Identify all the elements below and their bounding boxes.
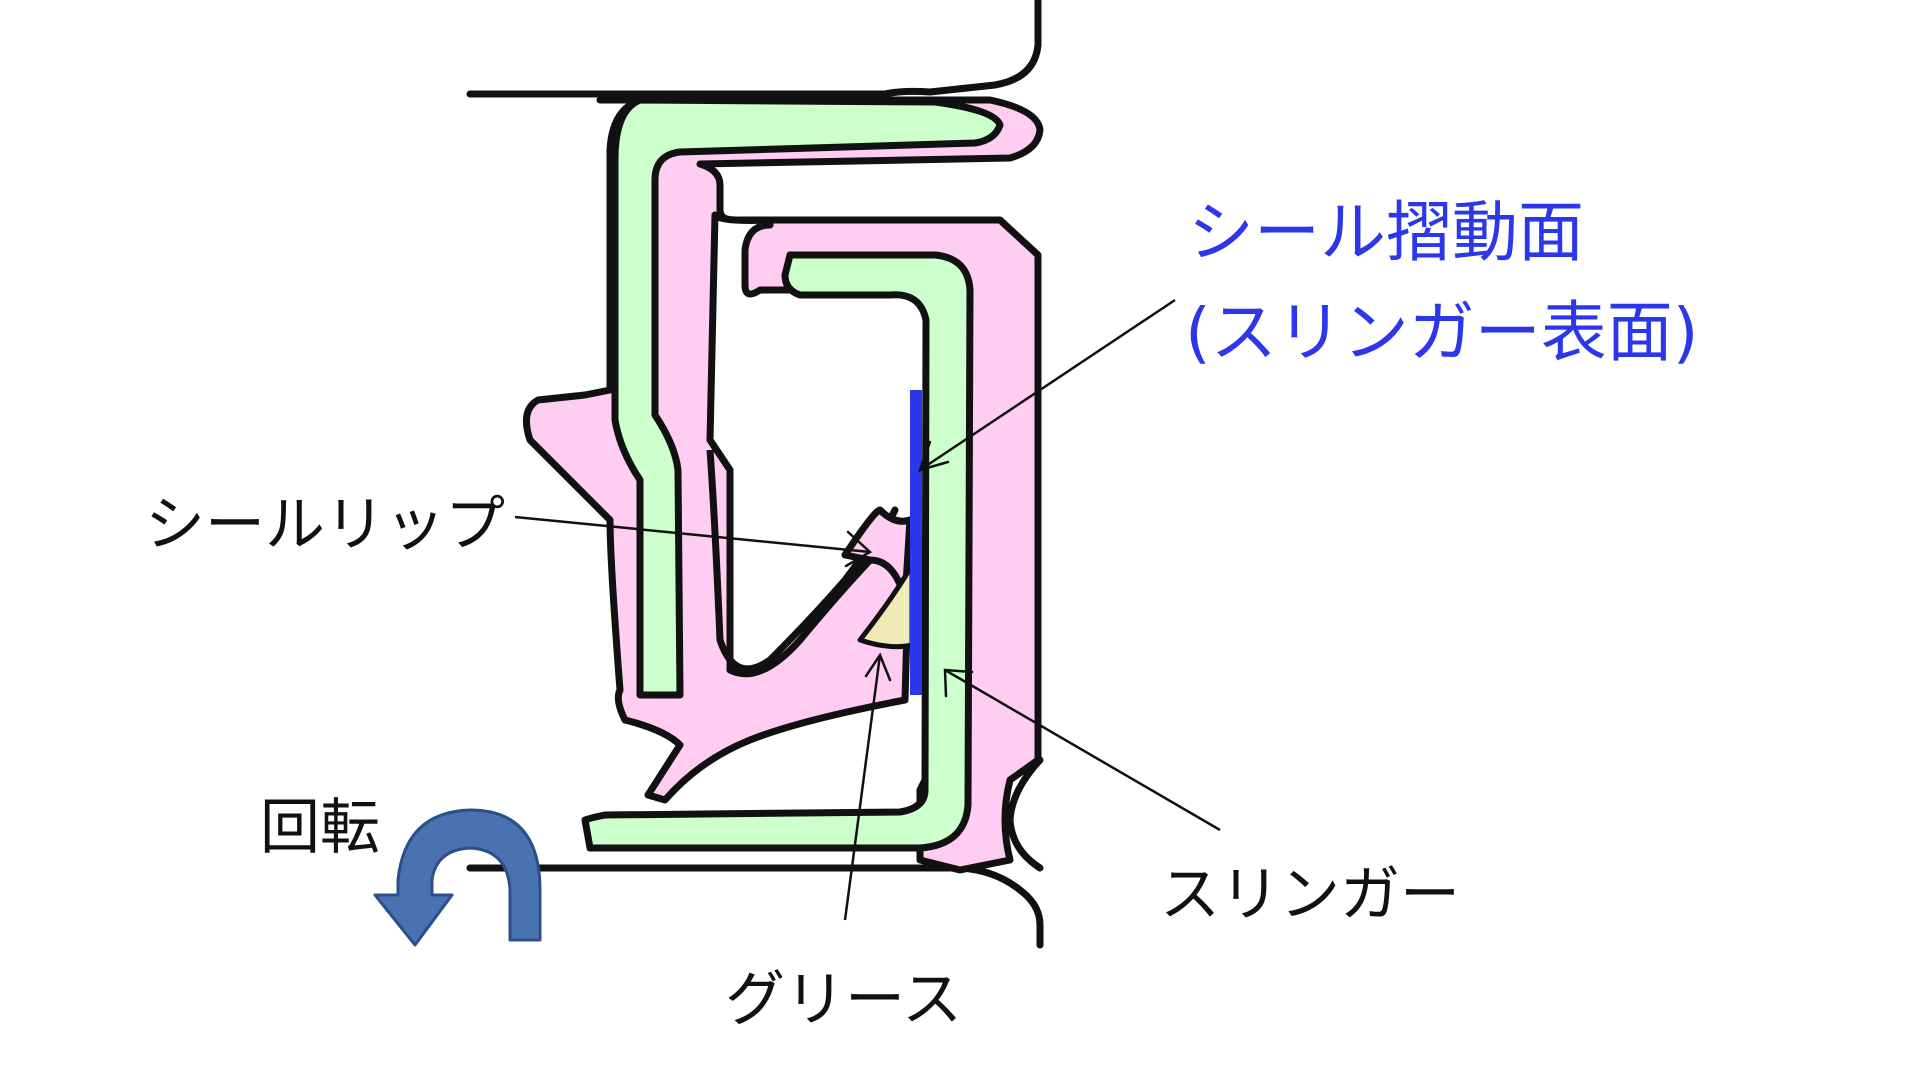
lip-cavity <box>706 449 899 673</box>
leader-grease <box>843 654 882 921</box>
leader-seal-lip <box>514 515 871 554</box>
arrowhead-sliding-surface <box>918 440 950 472</box>
rotation-arrow-icon <box>373 808 542 947</box>
sliding-surface-mark <box>910 390 922 695</box>
label-seal-lip: シールリップ <box>145 490 505 560</box>
leader-sliding-surface <box>919 298 1176 472</box>
arrowhead-seal-lip <box>844 530 873 568</box>
label-rotation: 回転 <box>260 793 380 863</box>
leader-slinger <box>944 668 1221 832</box>
label-sliding-surface-line1: シール摺動面 <box>1188 194 1584 271</box>
arrowhead-slinger <box>943 668 974 698</box>
slinger-shape <box>581 251 974 852</box>
metal-insert <box>611 96 1004 699</box>
seal-lip-tip <box>841 506 914 604</box>
leader-lines <box>514 298 1221 921</box>
leader-arrowheads <box>844 440 974 698</box>
label-slinger: スリンガー <box>1160 860 1460 930</box>
arrowhead-grease <box>864 652 892 682</box>
label-sliding-surface-line2: (スリンガー表面) <box>1185 294 1699 371</box>
label-grease: グリース <box>725 965 962 1035</box>
